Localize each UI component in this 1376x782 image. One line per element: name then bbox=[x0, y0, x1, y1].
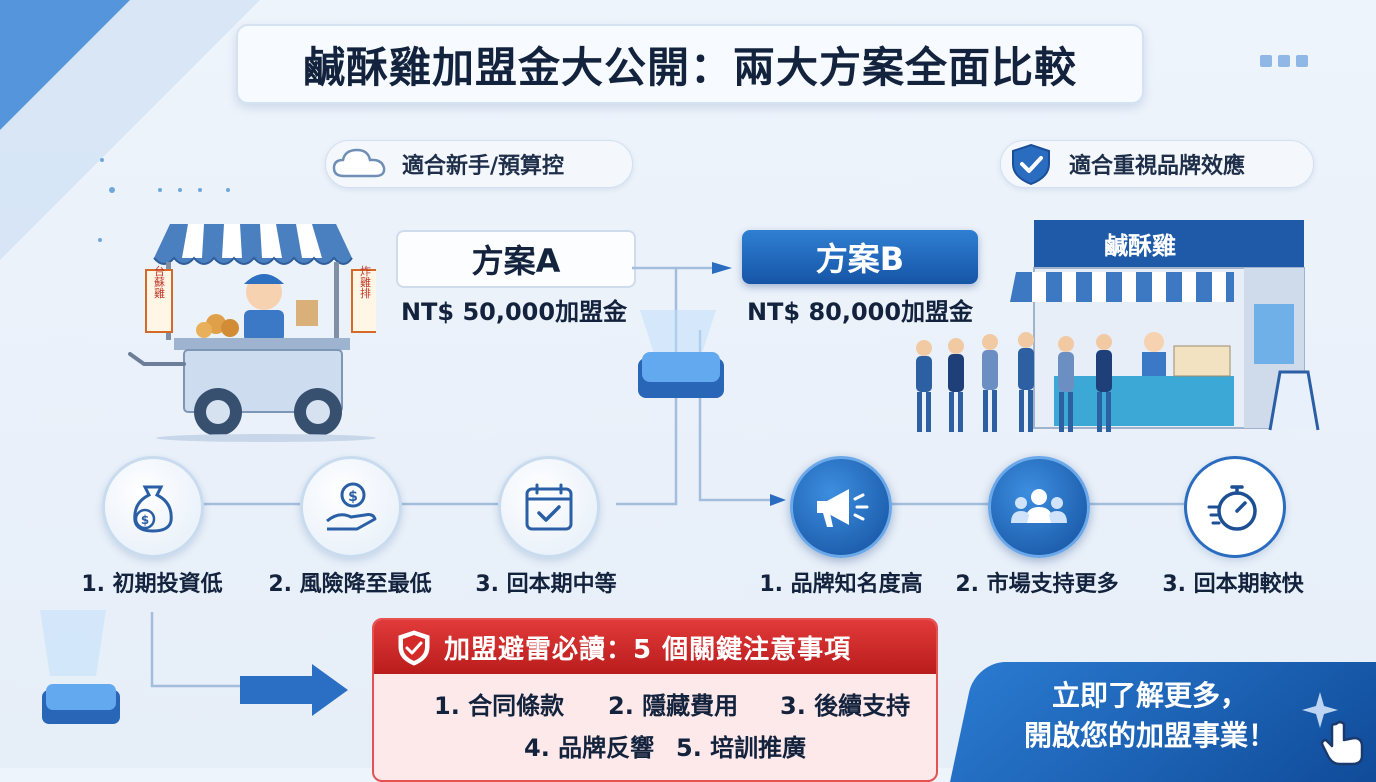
food-cart-illustration: 台蘇雞 炸雞排 bbox=[128, 224, 376, 442]
hand-coin-icon: $ bbox=[326, 482, 377, 531]
shield-check-icon bbox=[398, 630, 430, 666]
sparkle-icon bbox=[1302, 692, 1338, 728]
cta-line-1: 立即了解更多， bbox=[1051, 679, 1248, 712]
cloud-icon bbox=[332, 148, 386, 178]
benefit-icon-brand-awareness bbox=[790, 456, 892, 558]
warning-item-5: 5. 培訓推廣 bbox=[676, 734, 807, 762]
plan-b-fee: NT$ 80,000加盟金 bbox=[746, 298, 974, 326]
plan-b-benefit-2: 2. 市場支持更多 bbox=[955, 572, 1119, 597]
shield-check-icon bbox=[1012, 143, 1050, 186]
plan-a-title: 方案A bbox=[396, 230, 636, 288]
warning-heading: 加盟避雷必讀：5 個關鍵注意事項 bbox=[444, 634, 852, 665]
plan-b-audience-tag: 適合重視品牌效應 bbox=[1000, 140, 1314, 188]
plan-b-benefit-1: 1. 品牌知名度高 bbox=[759, 572, 923, 597]
storefront-illustration: 鹹酥雞 bbox=[916, 220, 1320, 432]
benefit-icon-payback-medium bbox=[498, 456, 600, 558]
plan-a-benefit-2: 2. 風險降至最低 bbox=[268, 572, 432, 597]
benefit-icon-market-support bbox=[988, 456, 1090, 558]
dots-decoration bbox=[1254, 52, 1308, 71]
benefit-icon-low-risk: $ bbox=[300, 456, 402, 558]
benefit-icon-low-investment: $ bbox=[102, 456, 204, 558]
warning-item-3: 3. 後續支持 bbox=[780, 692, 911, 720]
plan-b-title: 方案B bbox=[742, 230, 978, 284]
shop-sign: 鹹酥雞 bbox=[1104, 232, 1176, 260]
calendar-check-icon bbox=[525, 483, 573, 531]
stopwatch-icon bbox=[1207, 485, 1257, 531]
plan-a-fee: NT$ 50,000加盟金 bbox=[400, 298, 628, 326]
plan-b-benefit-3: 3. 回本期較快 bbox=[1162, 572, 1304, 597]
warning-panel: 加盟避雷必讀：5 個關鍵注意事項 1. 合同條款 2. 隱藏費用 3. 後續支持… bbox=[372, 618, 938, 782]
warning-item-2: 2. 隱藏費用 bbox=[608, 692, 739, 720]
hand-pointer-icon bbox=[1320, 720, 1364, 766]
money-bag-icon: $ bbox=[133, 485, 173, 533]
warning-heading-bar: 加盟避雷必讀：5 個關鍵注意事項 bbox=[374, 620, 936, 674]
svg-text:$: $ bbox=[348, 489, 358, 505]
plan-a-benefit-3: 3. 回本期中等 bbox=[475, 572, 617, 597]
svg-text:$: $ bbox=[141, 513, 149, 527]
cta-text[interactable]: 立即了解更多， 開啟您的加盟事業！ bbox=[990, 676, 1310, 756]
benefit-icon-fast-payback bbox=[1184, 456, 1286, 558]
plan-a-audience-tag: 適合新手/預算控 bbox=[325, 140, 633, 188]
page-title: 鹹酥雞加盟金大公開：兩大方案全面比較 bbox=[236, 24, 1144, 104]
corner-decoration-accent bbox=[0, 0, 130, 130]
warning-item-1: 1. 合同條款 bbox=[434, 692, 565, 720]
warning-item-4: 4. 品牌反響 bbox=[524, 734, 655, 762]
cart-sign-left: 台蘇雞 bbox=[153, 264, 166, 299]
plan-a-tag-label: 適合新手/預算控 bbox=[402, 154, 565, 179]
cart-sign-right: 炸雞排 bbox=[359, 265, 372, 299]
cta-line-2: 開啟您的加盟事業！ bbox=[1023, 719, 1276, 752]
megaphone-icon bbox=[817, 489, 869, 527]
plan-a-benefit-1: 1. 初期投資低 bbox=[81, 572, 223, 597]
people-group-icon bbox=[1011, 489, 1067, 523]
plan-b-tag-label: 適合重視品牌效應 bbox=[1069, 154, 1246, 179]
